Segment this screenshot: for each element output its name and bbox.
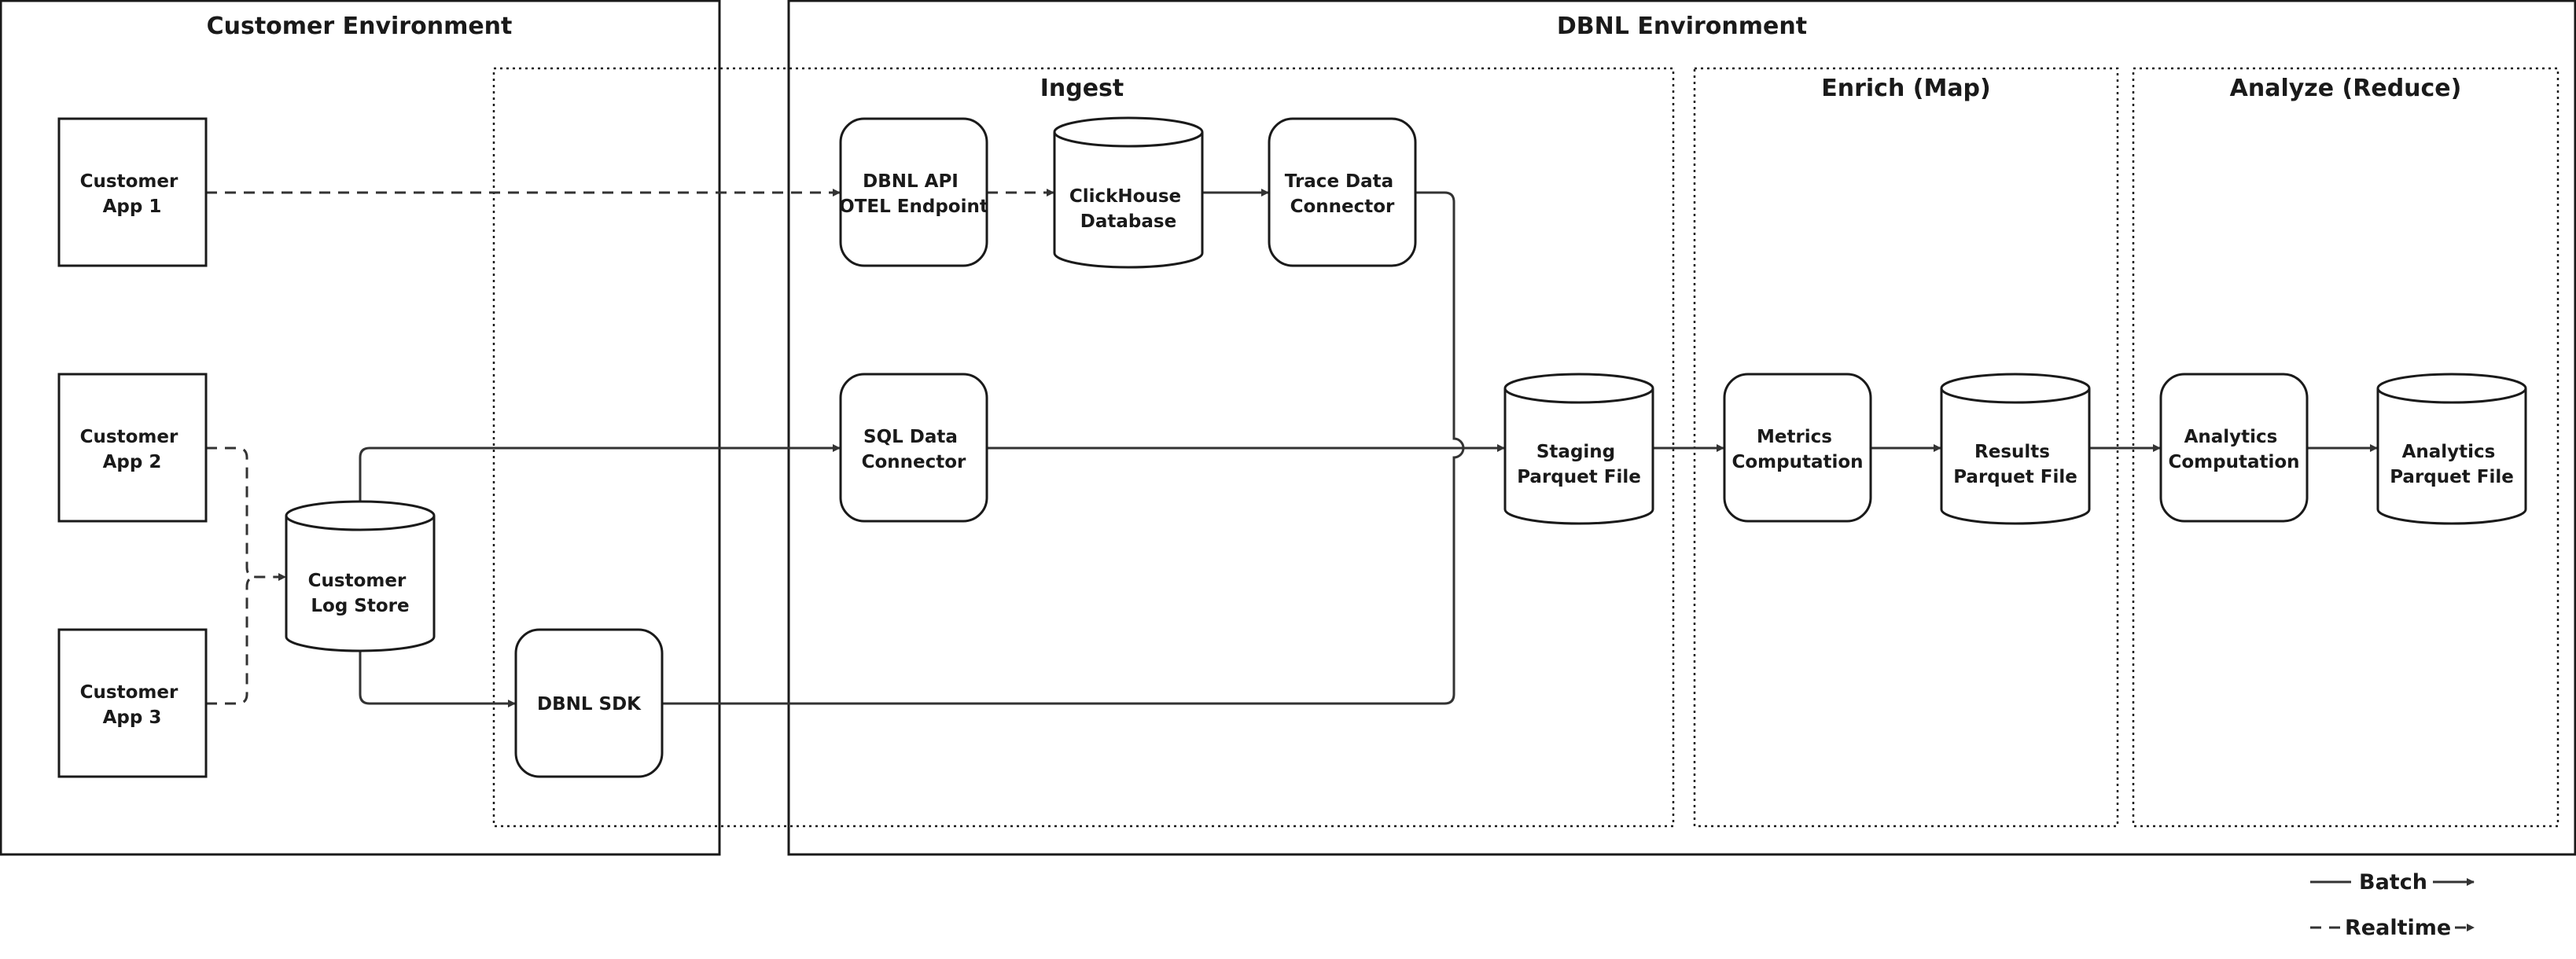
staging-parquet-file-node: Staging Parquet File	[1503, 373, 1654, 525]
dbnl-environment-title: DBNL Environment	[1557, 13, 1807, 40]
results-parquet-file-label: Results Parquet File	[1953, 442, 2077, 487]
metrics-computation-node: Metrics Computation	[1723, 373, 1872, 523]
otel-endpoint-node: DBNL API OTEL Endpoint	[839, 117, 988, 267]
edge-logstore-to-sdk	[359, 651, 516, 707]
legend-batch: Batch	[2310, 870, 2475, 895]
analytics-parquet-file-label: Analytics Parquet File	[2390, 442, 2514, 487]
edge-app3-to-logstore	[206, 575, 257, 705]
analytics-computation-node: Analytics Computation	[2159, 373, 2309, 523]
customer-environment-box	[0, 0, 721, 856]
customer-app-2-label: Customer App 2	[80, 427, 185, 472]
clickhouse-database-label: ClickHouse Database	[1069, 186, 1187, 232]
enrich-stage-title: Enrich (Map)	[1821, 75, 1991, 102]
analytics-parquet-file-node: Analytics Parquet File	[2376, 373, 2527, 525]
results-parquet-file-node: Results Parquet File	[1940, 373, 2091, 525]
analyze-stage-title: Analyze (Reduce)	[2230, 75, 2462, 102]
edge-app2-to-logstore	[206, 446, 286, 581]
legend: Batch Realtime	[2310, 870, 2475, 940]
customer-app-2-node: Customer App 2	[57, 373, 208, 523]
customer-app-1-label: Customer App 1	[80, 171, 185, 217]
ingest-stage-title: Ingest	[1040, 75, 1124, 102]
sql-data-connector-label: SQL Data Connector	[862, 427, 966, 472]
legend-realtime-label: Realtime	[2345, 916, 2451, 940]
otel-endpoint-label: DBNL API OTEL Endpoint	[839, 171, 988, 217]
trace-data-connector-label: Trace Data Connector	[1285, 171, 1400, 217]
analytics-computation-label: Analytics Computation	[2168, 427, 2299, 472]
customer-log-store-node: Customer Log Store	[285, 500, 436, 652]
customer-app-3-label: Customer App 3	[80, 682, 185, 728]
customer-app-3-node: Customer App 3	[57, 628, 208, 778]
legend-batch-label: Batch	[2359, 870, 2427, 895]
dbnl-environment-box	[787, 0, 2576, 856]
metrics-computation-label: Metrics Computation	[1731, 427, 1863, 472]
trace-data-connector-node: Trace Data Connector	[1268, 117, 1417, 267]
staging-parquet-file-label: Staging Parquet File	[1517, 442, 1641, 487]
legend-realtime: Realtime	[2310, 916, 2475, 940]
customer-environment-title: Customer Environment	[207, 13, 513, 40]
dbnl-sdk-node: DBNL SDK	[514, 628, 664, 778]
customer-log-store-label: Customer Log Store	[308, 571, 413, 616]
clickhouse-database-node: ClickHouse Database	[1053, 116, 1204, 269]
edge-logstore-to-sql-connector	[359, 444, 841, 502]
sql-data-connector-node: SQL Data Connector	[839, 373, 988, 523]
customer-app-1-node: Customer App 1	[57, 117, 208, 267]
dbnl-sdk-label: DBNL SDK	[537, 694, 642, 715]
